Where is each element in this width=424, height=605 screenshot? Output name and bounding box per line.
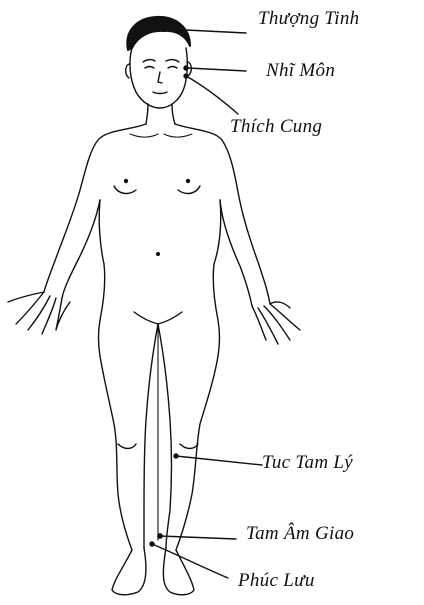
right-foot (163, 548, 194, 595)
leader-thuong-tinh (186, 30, 246, 33)
leader-tam-am-giao (160, 536, 236, 539)
left-knee (118, 444, 136, 449)
left-eye (145, 67, 154, 69)
point-marker-thuong-tinh (156, 20, 160, 24)
point-marker-thich-cung (184, 74, 188, 78)
left-leg-inner (144, 324, 158, 548)
left-breast (114, 186, 136, 193)
right-eye (168, 67, 177, 69)
label-phuc-luu: Phúc Lưu (238, 570, 315, 592)
left-leg-outer (100, 356, 132, 550)
navel (157, 253, 160, 256)
right-leg-inner (158, 324, 172, 548)
leader-thich-cung (186, 76, 238, 114)
point-marker-nhi-mon (184, 66, 188, 70)
label-thuong-tinh: Thượng Tinh (258, 8, 359, 30)
label-nhi-mon: Nhĩ Môn (266, 60, 335, 82)
collarbones (130, 134, 192, 137)
torso-right (213, 200, 221, 356)
right-knee (180, 444, 198, 449)
neck (146, 104, 175, 124)
left-shoulder-arm (44, 124, 146, 292)
mouth (153, 92, 167, 94)
left-nipple (125, 180, 128, 183)
label-tuc-tam-ly: Tuc Tam Lý (262, 452, 353, 474)
torso-left (99, 200, 105, 356)
left-hand (8, 292, 70, 334)
label-tam-am-giao: Tam Âm Giao (246, 523, 354, 545)
point-marker-tuc-tam-ly (174, 454, 178, 458)
nose (158, 72, 162, 83)
right-nipple (187, 180, 190, 183)
leader-tuc-tam-ly (176, 456, 262, 465)
right-hand (252, 302, 300, 344)
left-foot (112, 548, 146, 595)
right-eyebrow (166, 60, 179, 62)
groin (134, 312, 182, 324)
right-inner-arm (220, 200, 252, 306)
point-marker-tam-am-giao (158, 534, 162, 538)
label-thich-cung: Thích Cung (230, 116, 322, 138)
point-marker-phuc-luu (150, 542, 154, 546)
left-eyebrow (143, 60, 155, 62)
left-inner-arm (62, 200, 100, 298)
right-breast (178, 186, 200, 193)
leader-nhi-mon (188, 68, 246, 71)
right-leg-outer (176, 356, 218, 550)
